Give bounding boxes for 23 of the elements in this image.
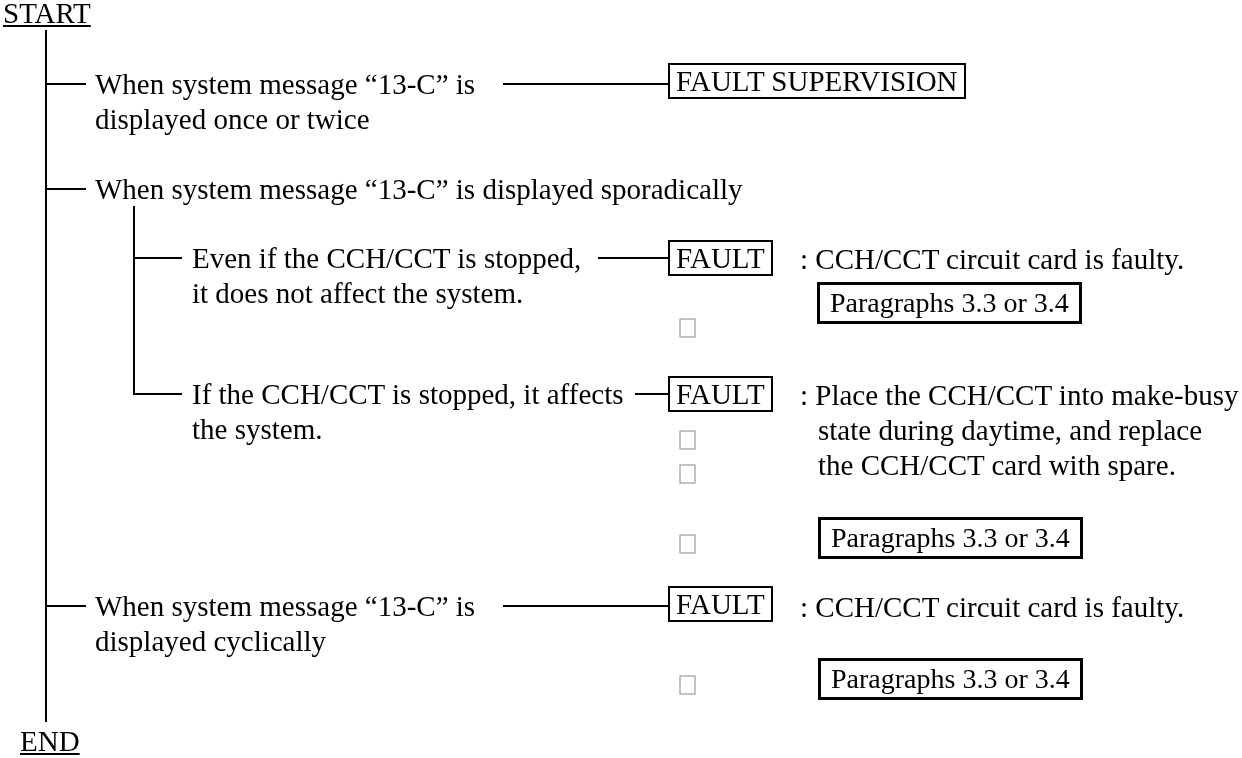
connector-line bbox=[45, 29, 47, 723]
connector-line bbox=[502, 605, 669, 607]
connector-line bbox=[502, 83, 669, 85]
reference-box: Paragraphs 3.3 or 3.4 bbox=[818, 658, 1083, 700]
condition-text: When system message “13-C” is displayed cyclically bbox=[95, 589, 505, 659]
result-description: : CCH/CCT circuit card is faulty. bbox=[800, 590, 1186, 625]
start-label: START bbox=[3, 0, 91, 28]
connector-line bbox=[597, 257, 669, 259]
result-description: : CCH/CCT circuit card is faulty. bbox=[800, 242, 1186, 277]
result-box: FAULT bbox=[668, 586, 773, 622]
reference-box: Paragraphs 3.3 or 3.4 bbox=[817, 282, 1082, 324]
result-box: FAULT bbox=[668, 240, 773, 276]
reference-box: Paragraphs 3.3 or 3.4 bbox=[818, 517, 1083, 559]
condition-text: When system message “13-C” is displayed sporadically bbox=[95, 172, 743, 207]
condition-text: Even if the CCH/CCT is stopped, it does not affect the system. bbox=[192, 241, 602, 311]
result-box: FAULT SUPERVISION bbox=[668, 63, 966, 99]
end-label: END bbox=[20, 726, 80, 756]
connector-line bbox=[133, 205, 183, 395]
connector-line bbox=[634, 393, 669, 395]
result-box: FAULT bbox=[668, 376, 773, 412]
result-description: : Place the CCH/CCT into make-busy state during daytime, and replace the CCH/CCT card with spare. bbox=[800, 378, 1240, 483]
condition-text: If the CCH/CCT is stopped, it affects the system. bbox=[192, 377, 634, 447]
condition-text: When system message “13-C” is displayed once or twice bbox=[95, 67, 505, 137]
